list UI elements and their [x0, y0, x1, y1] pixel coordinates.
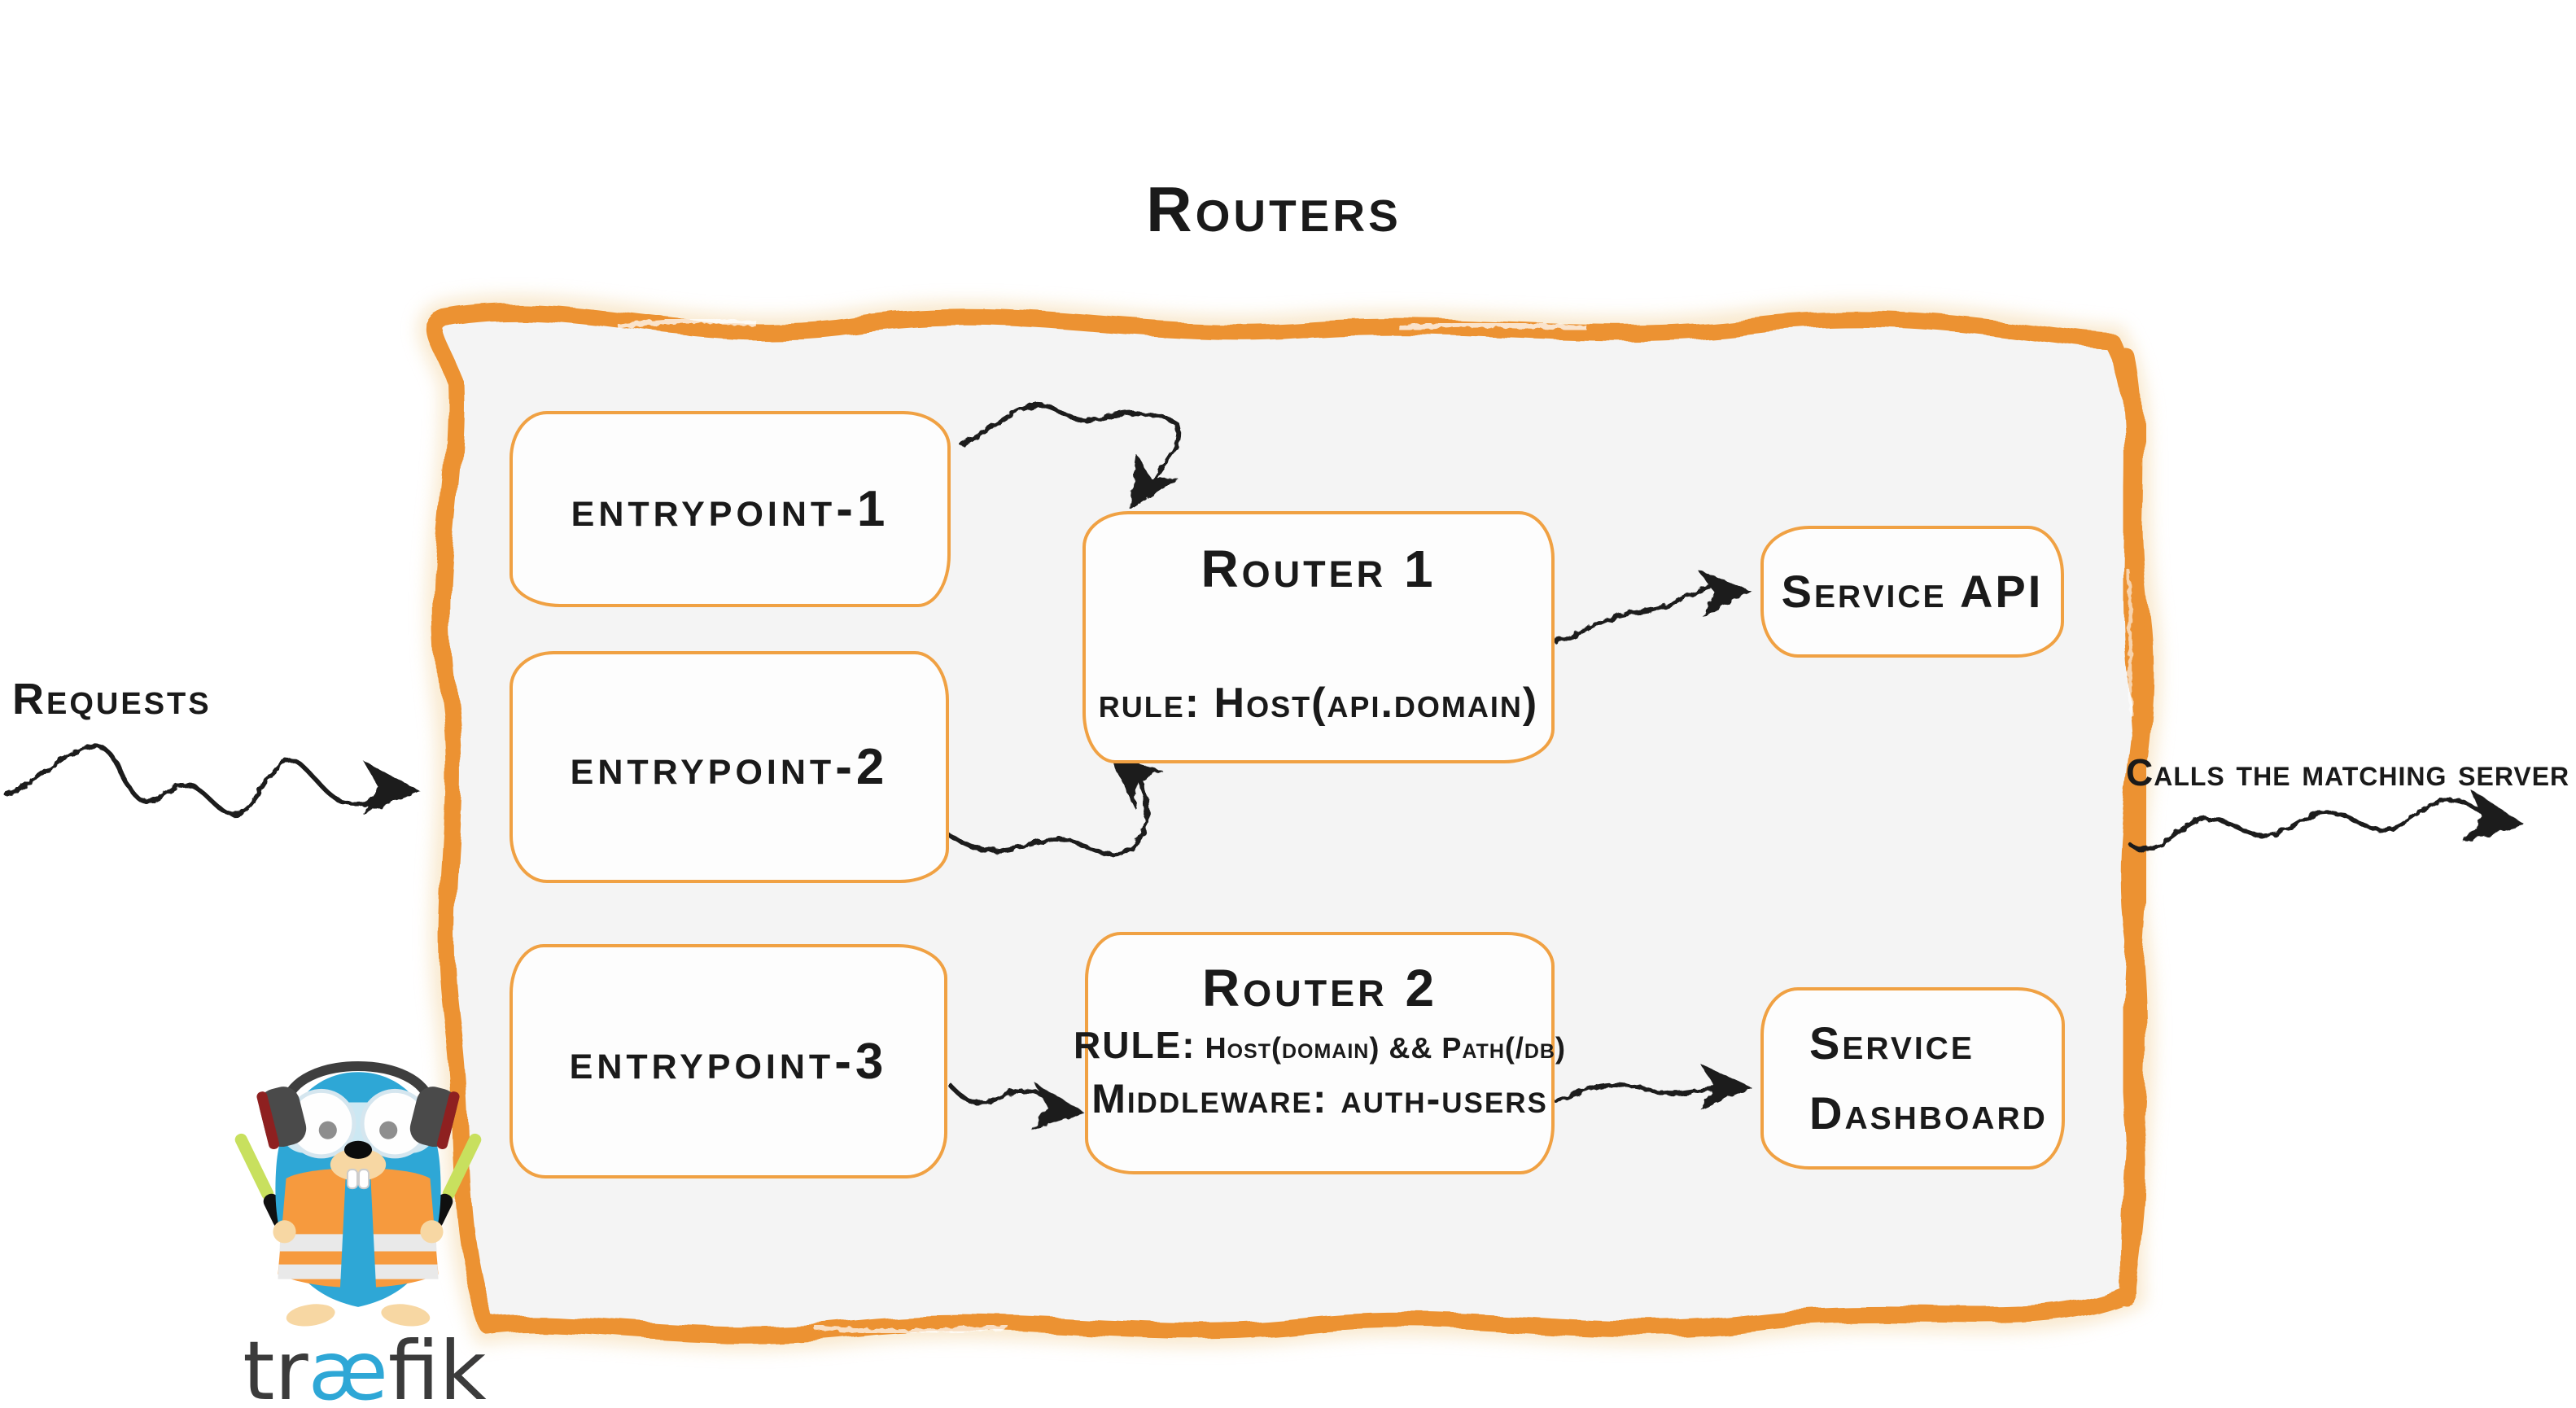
gopher-tooth: [357, 1168, 370, 1190]
headphones-band-icon: [281, 1061, 435, 1106]
wordmark-post: fik: [387, 1323, 487, 1408]
service-api-label: Service API: [1781, 566, 2044, 617]
router-2-rule: RULE: Host(domain) && Path(/db): [1074, 1023, 1566, 1067]
requests-arrow: [4, 744, 408, 816]
traefik-wordmark: træfik: [234, 1323, 495, 1408]
wordmark-ae: æ: [308, 1323, 388, 1408]
calls-matching-server-label: Calls the matching server: [2126, 751, 2570, 794]
brush-gap-texture: [2125, 569, 2135, 717]
brush-gap-texture: [618, 317, 758, 330]
router-2-middleware: Middleware: auth-users: [1091, 1076, 1548, 1122]
calls-matching-server-arrow: [2128, 797, 2496, 852]
gopher-eye: [379, 1121, 398, 1139]
entrypoint-2-label: entrypoint-2: [570, 739, 889, 795]
service-api-box: Service API: [1760, 526, 2064, 658]
arrowhead-icon: [360, 760, 422, 817]
arrow-router1-to-service-api: [1554, 583, 1726, 644]
arrowhead-icon: [2461, 788, 2529, 850]
router-2-rule-value: Host(domain) && Path(/db): [1205, 1031, 1566, 1065]
service-dashboard-label-line2: Dashboard: [1809, 1087, 2048, 1139]
headphone-earmuff-icon: [256, 1087, 307, 1150]
entrypoint-3-box: entrypoint-3: [510, 944, 947, 1178]
page-title: Routers: [1146, 173, 1402, 245]
gopher-eye: [318, 1121, 337, 1139]
gopher-nose: [343, 1140, 373, 1159]
requests-label: Requests: [12, 675, 212, 724]
router-1-rule: rule: Host(api.domain): [1098, 680, 1539, 727]
router-1-box: Router 1 rule: Host(api.domain): [1082, 511, 1555, 763]
router-2-box: Router 2 RULE: Host(domain) && Path(/db)…: [1074, 932, 1565, 1174]
gopher-foot: [286, 1304, 335, 1327]
arrow-entrypoint2-to-router1: [942, 766, 1149, 857]
headphone-earmuff-icon: [409, 1087, 460, 1150]
entrypoint-3-label: entrypoint-3: [569, 1033, 888, 1090]
router-2-title: Router 2: [1201, 959, 1438, 1017]
brush-gap-texture: [1399, 321, 1588, 332]
gopher-hand: [420, 1220, 444, 1244]
traefik-gopher-logo-icon: [234, 1061, 482, 1327]
brush-gap-texture: [813, 1324, 1010, 1335]
arrow-entrypoint1-to-router1: [960, 403, 1181, 501]
gopher-foot: [381, 1304, 431, 1327]
router-1-title: Router 1: [1201, 540, 1437, 598]
entrypoint-1-label: entrypoint-1: [571, 481, 890, 537]
vest-opening: [339, 1172, 377, 1289]
entrypoint-2-box: entrypoint-2: [510, 651, 949, 883]
service-dashboard-label-line1: Service: [1809, 1017, 1975, 1069]
service-dashboard-box: Service Dashboard: [1760, 987, 2065, 1170]
router-2-rule-label: RULE:: [1074, 1024, 1196, 1066]
wordmark-pre: tr: [243, 1323, 308, 1408]
entrypoint-1-box: entrypoint-1: [510, 411, 951, 607]
gopher-muzzle: [330, 1148, 387, 1182]
arrow-router2-to-service-dashboard: [1552, 1082, 1731, 1103]
gopher-hand: [273, 1220, 296, 1244]
gopher-tooth: [346, 1168, 358, 1190]
